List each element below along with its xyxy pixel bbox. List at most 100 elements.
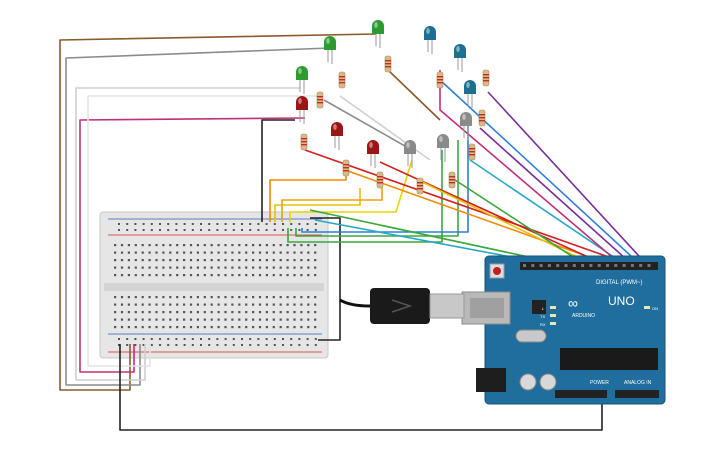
header-pin	[597, 264, 601, 267]
rail-hole	[167, 223, 170, 225]
breadboard-hole	[176, 296, 179, 299]
breadboard-hole	[245, 318, 248, 321]
breadboard-hole	[169, 274, 172, 277]
breadboard-hole	[189, 259, 193, 262]
wire-white-long	[75, 87, 300, 381]
breadboard-hole	[293, 311, 296, 314]
breadboard-hole	[293, 274, 296, 277]
resistor	[482, 69, 490, 87]
breadboard-hole	[120, 251, 124, 254]
breadboard-hole	[286, 326, 289, 329]
rail-hole	[150, 338, 153, 340]
breadboard-hole	[293, 318, 296, 321]
breadboard-hole	[114, 244, 117, 247]
breadboard-hole	[169, 303, 172, 306]
breadboard-hole	[265, 318, 268, 321]
breadboard-hole	[127, 251, 130, 254]
breadboard-hole	[245, 251, 248, 254]
header-pin	[622, 264, 626, 267]
breadboard-hole	[169, 259, 172, 262]
rail-hole	[191, 338, 194, 340]
breadboard-hole	[258, 303, 262, 306]
breadboard-hole	[196, 274, 199, 277]
breadboard-hole	[141, 303, 144, 306]
breadboard-hole	[155, 244, 158, 247]
breadboard-hole	[162, 274, 165, 277]
breadboard-hole	[196, 266, 199, 269]
rail-hole	[216, 229, 219, 231]
rail-hole	[224, 344, 227, 346]
digital-header	[520, 262, 658, 270]
breadboard-hole	[141, 296, 144, 299]
breadboard-hole	[231, 303, 234, 306]
breadboard-hole	[307, 274, 310, 277]
rail-hole	[191, 344, 194, 346]
breadboard-hole	[148, 318, 151, 321]
breadboard-hole	[210, 244, 213, 247]
breadboard-hole	[231, 251, 234, 254]
rail-hole	[142, 344, 145, 346]
breadboard-hole	[265, 244, 268, 247]
breadboard-hole	[231, 326, 234, 329]
breadboard-hole	[134, 326, 137, 329]
wire-blue-2	[439, 79, 645, 269]
rail-hole	[249, 229, 252, 231]
rail-hole	[314, 229, 317, 231]
breadboard-hole	[176, 326, 179, 329]
rail-hole	[183, 223, 186, 225]
wire-yellow	[274, 188, 361, 222]
breadboard-hole	[293, 326, 296, 329]
breadboard-hole	[286, 259, 289, 262]
breadboard-hole	[120, 311, 124, 314]
resistor	[384, 55, 392, 73]
breadboard-hole	[279, 244, 282, 247]
breadboard-hole	[238, 296, 241, 299]
breadboard-hole	[210, 311, 213, 314]
breadboard-hole	[155, 251, 158, 254]
breadboard-hole	[307, 259, 310, 262]
breadboard-hole	[293, 244, 296, 247]
breadboard-hole	[286, 244, 289, 247]
breadboard-hole	[148, 296, 151, 299]
usb-cable	[339, 288, 465, 324]
breadboard-hole	[307, 296, 310, 299]
breadboard-hole	[279, 296, 282, 299]
breadboard-hole	[293, 266, 296, 269]
breadboard-hole	[258, 259, 262, 262]
header-pin	[531, 264, 535, 267]
breadboard-hole	[183, 266, 186, 269]
rail-hole	[241, 338, 243, 340]
rail-hole	[290, 338, 293, 340]
breadboard-hole	[238, 266, 241, 269]
breadboard-hole	[258, 244, 262, 247]
breadboard-hole	[265, 274, 268, 277]
wire-blue-1	[301, 120, 469, 233]
breadboard-hole	[265, 311, 268, 314]
led-red	[331, 122, 343, 150]
breadboard-hole	[127, 303, 130, 306]
breadboard-hole	[155, 259, 158, 262]
rail-hole	[314, 223, 317, 225]
breadboard-hole	[217, 274, 220, 277]
rail-hole	[159, 338, 161, 340]
rail-hole	[241, 229, 243, 231]
rail-hole	[175, 223, 178, 225]
rail-hole	[159, 223, 161, 225]
rail-hole	[191, 223, 194, 225]
breadboard-hole	[183, 251, 186, 254]
breadboard-hole	[238, 259, 241, 262]
breadboard-hole	[114, 318, 117, 321]
breadboard-hole	[307, 244, 310, 247]
wire-gray-long	[65, 47, 331, 386]
breadboard-hole	[203, 266, 206, 269]
rail-hole	[273, 223, 276, 225]
breadboard-hole	[286, 318, 289, 321]
rail-hole	[306, 229, 309, 231]
arduino-uno-board: DIGITAL (PWM~) ∞ UNO ARDUINO POWER ANALO…	[461, 255, 666, 405]
wire-yellow-3	[417, 179, 601, 269]
header-pin	[589, 264, 593, 267]
rail-hole	[200, 338, 202, 340]
resistor	[468, 143, 476, 161]
breadboard-hole	[314, 259, 317, 262]
breadboard-hole	[258, 274, 262, 277]
